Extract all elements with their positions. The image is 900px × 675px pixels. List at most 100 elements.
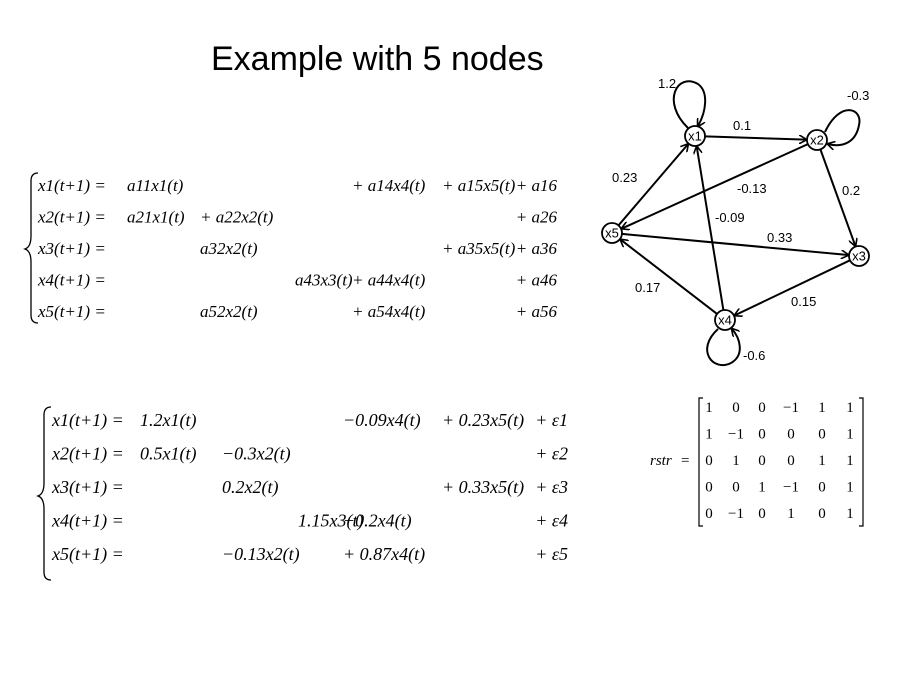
edge-x2-x3: [819, 149, 855, 245]
equation-term: a43x3(t): [295, 271, 353, 290]
edge-label: -0.13: [737, 181, 767, 196]
edge-x3-x4: [735, 259, 851, 315]
matrix-cell: 0: [787, 453, 795, 469]
equation-term: 0.2x2(t): [222, 477, 278, 498]
equation-term: 0.5x1(t): [140, 444, 196, 465]
equation-term: a21x1(t): [127, 208, 185, 227]
equation-term: + ε2: [535, 444, 568, 464]
equation-term: −0.2x4(t): [343, 511, 412, 532]
brace-numeric: [35, 406, 52, 581]
node-x1: [684, 125, 706, 147]
equation-term: + a22x2(t): [200, 208, 274, 227]
node-x4: [714, 309, 736, 331]
matrix-cell: 1: [758, 480, 766, 496]
equation-term: a52x2(t): [200, 302, 258, 321]
equation-term: −0.09x4(t): [343, 410, 421, 431]
node-label: x5: [605, 226, 619, 241]
matrix-cell: 0: [818, 427, 826, 443]
node-x2: [806, 129, 828, 151]
matrix-cell: 0: [705, 453, 713, 469]
general-system: x1(t+1) =a11x1(t)+ a14x4(t)+ a15x5(t)+ a…: [37, 176, 557, 321]
matrix-cell: 0: [705, 506, 713, 522]
equation-term: + ε3: [535, 477, 568, 497]
node-label: x3: [852, 249, 866, 264]
matrix-cell: 1: [732, 453, 740, 469]
equation-lhs: x5(t+1) =: [37, 302, 106, 321]
matrix-cell: −1: [783, 480, 799, 496]
equation-lhs: x2(t+1) =: [51, 444, 124, 465]
equation-lhs: x1(t+1) =: [51, 410, 124, 431]
matrix-cell: 0: [758, 506, 766, 522]
matrix-left-bracket: [698, 397, 703, 527]
equation-lhs: x3(t+1) =: [37, 239, 106, 258]
equation-systems: x1(t+1) =a11x1(t)+ a14x4(t)+ a15x5(t)+ a…: [22, 172, 568, 581]
equation-term: + 0.23x5(t): [442, 410, 524, 431]
slide-title: Example with 5 nodes: [211, 40, 544, 78]
edge-x5-x1: [617, 144, 688, 227]
matrix-cell: −1: [728, 506, 744, 522]
equation-term: + 0.33x5(t): [442, 477, 524, 498]
matrix-cell: 0: [758, 400, 766, 416]
matrix-cell: 0: [818, 506, 826, 522]
edge-x4-x4: [706, 329, 741, 366]
equation-term: a11x1(t): [127, 176, 184, 195]
equation-term: + a16: [516, 176, 558, 195]
matrix-cell: 0: [818, 480, 826, 496]
edge-label: 1.2: [658, 76, 676, 91]
numeric-system: x1(t+1) =1.2x1(t)−0.09x4(t)+ 0.23x5(t)+ …: [51, 410, 568, 565]
edge-label: 0.2: [842, 183, 860, 198]
edge-x1-x2: [704, 136, 806, 139]
matrix-cell: 1: [705, 400, 713, 416]
equation-term: + a15x5(t): [442, 176, 516, 195]
equation-term: −0.3x2(t): [222, 444, 291, 465]
edge-label: 0.33: [767, 230, 792, 245]
edge-x4-x1: [697, 147, 725, 311]
matrix-cell: 1: [846, 427, 854, 443]
equation-term: a32x2(t): [200, 239, 258, 258]
node-x3: [848, 245, 870, 267]
node-x5: [601, 222, 623, 244]
edge-x5-x3: [621, 232, 848, 255]
matrix-cell: 0: [732, 480, 740, 496]
equation-lhs: x2(t+1) =: [37, 208, 106, 227]
equation-lhs: x4(t+1) =: [37, 271, 106, 290]
edge-label: -0.09: [715, 210, 745, 225]
edge-x2-x5: [622, 143, 809, 228]
equation-term: + a44x4(t): [352, 271, 426, 290]
node-label: x4: [718, 313, 732, 328]
equation-term: + ε5: [535, 544, 568, 564]
matrix-cell: 0: [758, 453, 766, 469]
matrix-cell: 1: [818, 453, 826, 469]
matrix-cell: −1: [728, 427, 744, 443]
equation-term: + a56: [516, 302, 558, 321]
matrix-cell: 0: [787, 427, 795, 443]
equation-lhs: x1(t+1) =: [37, 176, 106, 195]
equation-term: + a35x5(t): [442, 239, 516, 258]
equation-lhs: x5(t+1) =: [51, 544, 124, 565]
node-label: x1: [688, 129, 702, 144]
equation-term: + a36: [516, 239, 558, 258]
edge-label: 0.15: [791, 294, 816, 309]
matrix-cell: 0: [732, 400, 740, 416]
edge-label: 0.17: [635, 280, 660, 295]
edge-label: -0.3: [847, 88, 869, 103]
matrix-equals: =: [681, 453, 689, 469]
matrix-cell: 0: [758, 427, 766, 443]
matrix-name: rstr: [650, 453, 672, 469]
equation-term: −0.13x2(t): [222, 544, 300, 565]
equation-term: + a46: [516, 271, 558, 290]
equation-term: + 0.87x4(t): [343, 544, 425, 565]
matrix-cell: 1: [846, 453, 854, 469]
edge-x1-x1: [672, 80, 707, 129]
equation-lhs: x3(t+1) =: [51, 477, 124, 498]
equation-lhs: x4(t+1) =: [51, 511, 124, 532]
equation-term: + ε4: [535, 511, 568, 531]
node-label: x2: [810, 133, 824, 148]
equation-term: + ε1: [535, 410, 568, 430]
brace-general: [22, 172, 39, 324]
edge-x2-x2: [824, 109, 861, 145]
matrix-cell: 1: [705, 427, 713, 443]
matrix-cell: 1: [787, 506, 795, 522]
